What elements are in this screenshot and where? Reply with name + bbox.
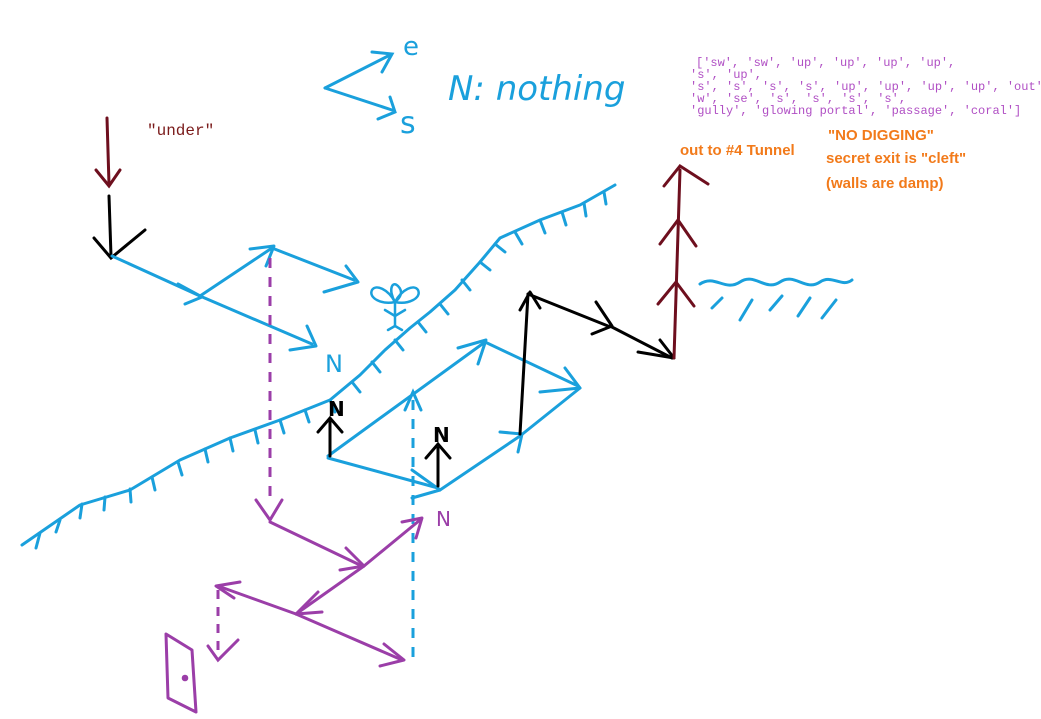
north-marker-4: N	[436, 507, 451, 531]
black-north-arrow-1	[316, 415, 344, 458]
notes-line-2: secret exit is "cleft"	[826, 150, 966, 167]
dashed-purple-short-head	[206, 638, 240, 663]
north-marker-1: N	[325, 350, 343, 378]
north-marker-3: N	[433, 423, 450, 447]
entry-under-arrow	[94, 116, 122, 189]
door-icon	[164, 632, 198, 714]
notes-line-3: (walls are damp)	[826, 175, 944, 192]
water-waves	[698, 277, 854, 322]
cliff-ridge	[20, 183, 617, 550]
notes-line-1: "NO DIGGING"	[828, 127, 934, 144]
compass-south-arrow	[323, 86, 394, 112]
direction-list: ['sw', 'sw', 'up', 'up', 'up', 'up', 's'…	[690, 56, 1041, 118]
lower-purple-path	[214, 516, 424, 668]
compass-south-label: s	[400, 106, 416, 141]
direction-list-line-4: 'w', 'se', 's', 's', 's', 's',	[690, 92, 906, 106]
plant-icon	[370, 283, 420, 332]
middle-blue-path	[326, 338, 582, 500]
compass-east-label: e	[403, 32, 419, 62]
maroon-exit-arrow	[656, 164, 710, 360]
compass-east-arrow	[323, 53, 392, 90]
direction-list-line-1: ['sw', 'sw', 'up', 'up', 'up', 'up',	[696, 56, 955, 70]
dashed-purple-drop-head	[254, 498, 284, 523]
compass-south-arrowhead	[376, 95, 397, 121]
direction-list-line-2: 's', 'up',	[690, 68, 762, 82]
north-marker-2: N	[328, 397, 345, 421]
black-north-arrow-2	[424, 441, 452, 488]
direction-list-line-3: 's', 's', 's', 's', 'up', 'up', 'up', 'u…	[690, 80, 1041, 94]
entry-black-arrow	[92, 194, 147, 261]
notes: "NO DIGGING" secret exit is "cleft" (wal…	[826, 127, 966, 192]
upper-blue-path	[110, 244, 360, 352]
dashed-blue-drop-head	[403, 388, 423, 412]
black-climb-path	[518, 290, 676, 436]
north-nothing-note: N: nothing	[448, 69, 626, 109]
exit-tunnel-label: out to #4 Tunnel	[680, 142, 795, 159]
compass-east-arrowhead	[370, 50, 395, 74]
compass	[323, 50, 397, 121]
direction-list-line-5: 'gully', 'glowing portal', 'passage', 'c…	[690, 104, 1021, 118]
under-label: "under"	[147, 122, 214, 140]
